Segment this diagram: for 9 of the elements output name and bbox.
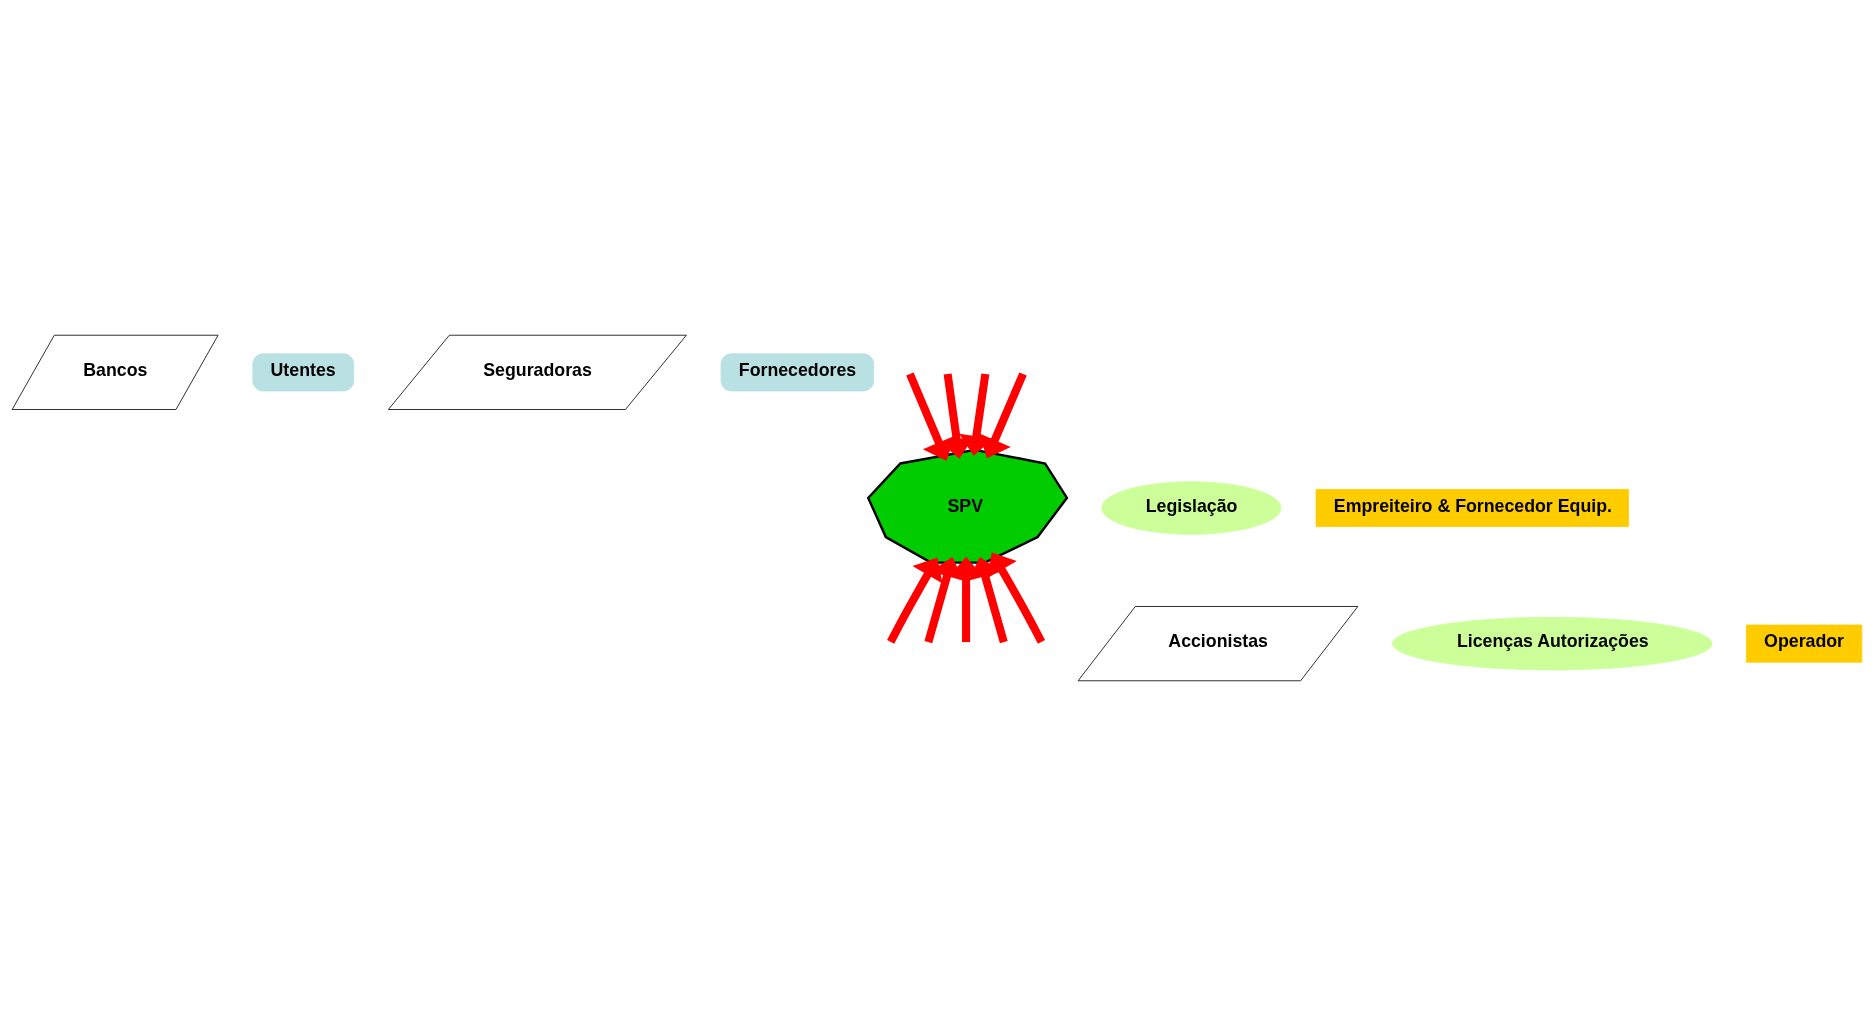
arrow — [887, 557, 964, 644]
node-ellipse: Legislação — [1101, 481, 1282, 535]
node-box: Empreiteiro & Fornecedor Equip. — [1315, 489, 1629, 527]
arrow — [959, 372, 1027, 459]
node-box: Operador — [1745, 624, 1863, 663]
node-ellipse: Licenças Autorizações — [1391, 616, 1713, 671]
node-box: Utentes — [252, 353, 355, 392]
node-box: Fornecedores — [720, 353, 875, 392]
arrow — [968, 552, 1046, 644]
